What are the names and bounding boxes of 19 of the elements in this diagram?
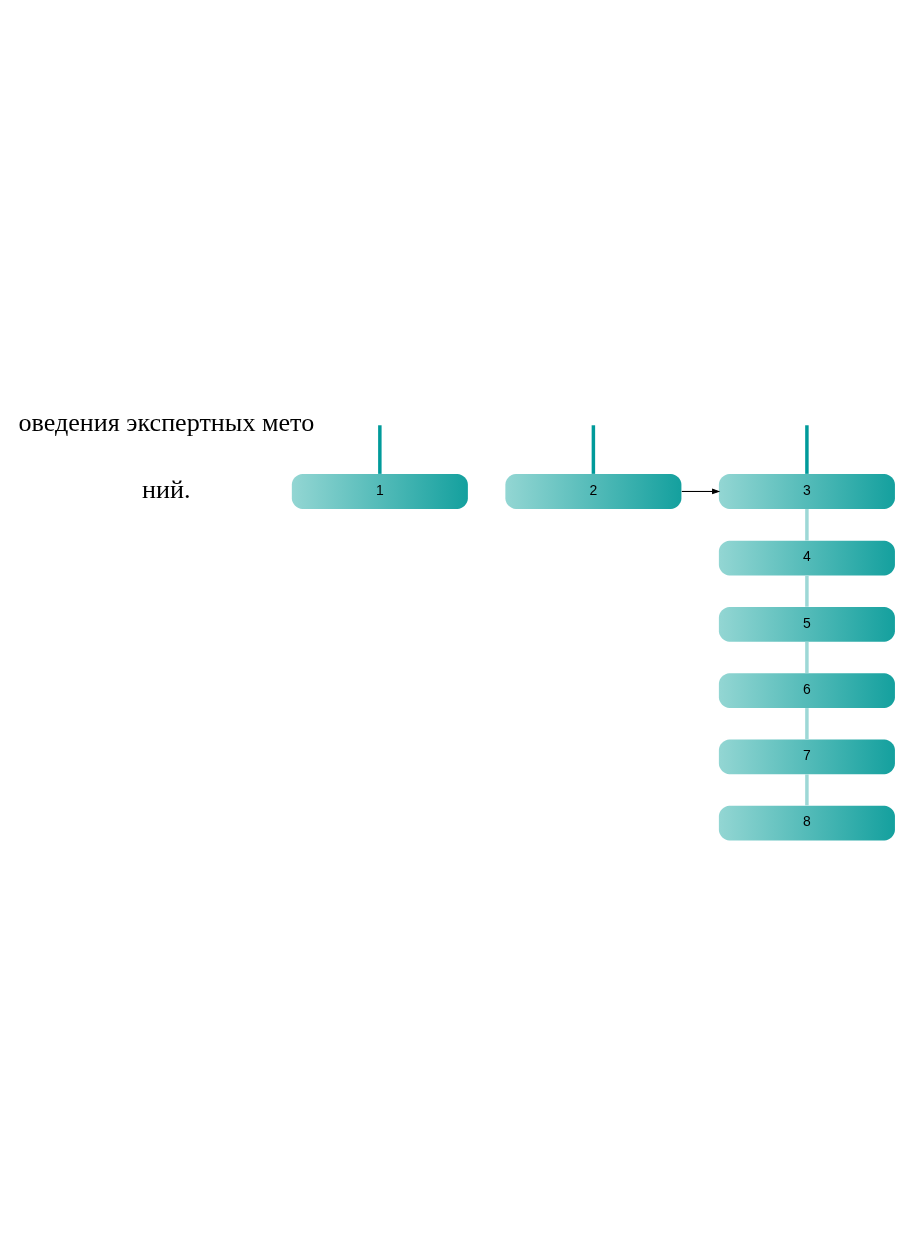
node-box: 4 bbox=[718, 540, 895, 576]
connector bbox=[805, 773, 809, 805]
node-box: 6 bbox=[718, 672, 895, 708]
connector bbox=[805, 508, 809, 541]
node-box: 8 bbox=[718, 805, 895, 840]
connector bbox=[805, 707, 809, 739]
connector bbox=[805, 641, 809, 673]
connector bbox=[805, 424, 809, 474]
node-box: 7 bbox=[718, 738, 895, 774]
node-box: 5 bbox=[718, 606, 895, 642]
label: ний. bbox=[142, 474, 191, 504]
arrow bbox=[681, 488, 721, 494]
connector bbox=[378, 424, 382, 474]
connector bbox=[591, 424, 596, 474]
node-box: 1 bbox=[291, 473, 468, 509]
connector bbox=[805, 575, 809, 607]
label: оведения экспертных мето bbox=[18, 407, 315, 437]
node-box: 3 bbox=[718, 473, 895, 509]
node-box: 2 bbox=[505, 473, 682, 509]
